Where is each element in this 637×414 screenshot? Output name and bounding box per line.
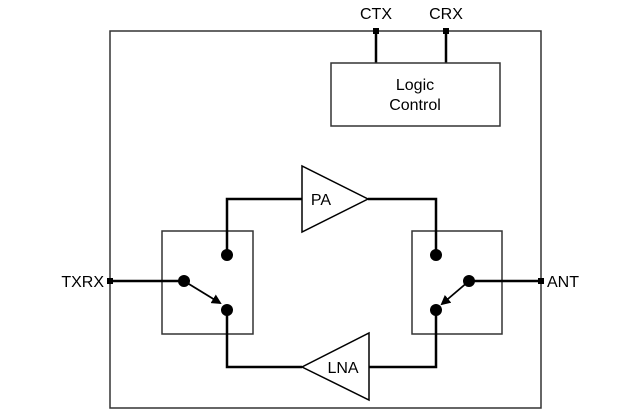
logic-control-label-line2: Control — [389, 97, 441, 114]
wire-left-switch-to-pa — [225, 197, 302, 255]
wire-pa-to-right-switch — [368, 197, 438, 255]
left-switch-arm — [183, 280, 222, 305]
logic-control-box — [330, 62, 501, 127]
lna-label: LNA — [327, 360, 358, 377]
pin-label-ctx: CTX — [360, 6, 392, 23]
pin-label-ant: ANT — [547, 274, 579, 291]
left-switch-contact-common — [178, 275, 190, 287]
chip-boundary — [109, 30, 542, 409]
lna-amplifier: LNA — [300, 331, 370, 402]
wire-left-switch-to-lna — [225, 310, 302, 369]
pin-ant — [538, 278, 544, 284]
left-switch-box — [161, 230, 254, 335]
left-switch-contact-pa — [221, 249, 233, 261]
pa-triangle — [301, 164, 370, 234]
lna-triangle — [300, 331, 370, 402]
pin-label-txrx: TXRX — [61, 274, 104, 291]
pa-label: PA — [311, 192, 331, 209]
logic-control-label-line1: Logic — [396, 77, 434, 94]
pin-txrx — [107, 278, 113, 284]
pin-label-crx: CRX — [429, 6, 463, 23]
pa-amplifier: PA — [301, 164, 370, 234]
right-switch-box — [411, 230, 503, 335]
left-switch-contact-lna — [221, 304, 233, 316]
right-switch-contact-common — [463, 275, 475, 287]
right-switch-contact-lna — [430, 304, 442, 316]
right-switch-contact-pa — [430, 249, 442, 261]
wire-lna-to-right-switch — [369, 310, 438, 369]
logic-control-block: Logic Control — [330, 62, 501, 127]
